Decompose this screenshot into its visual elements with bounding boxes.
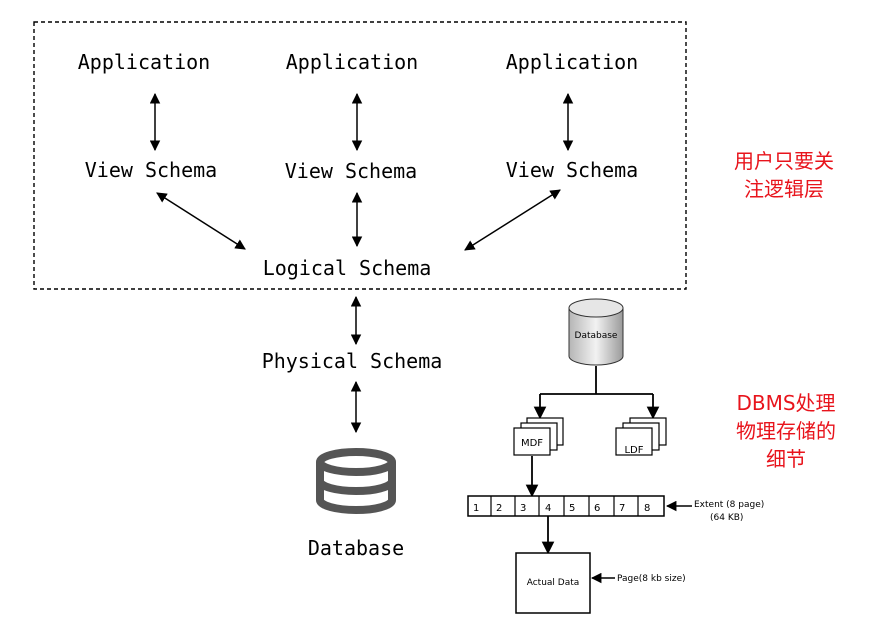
storage-tree-connector xyxy=(533,366,660,420)
ldf-file-stack xyxy=(615,417,667,456)
page-label: Page(8 kb size) xyxy=(617,574,686,584)
dbms-annotation-line1: DBMS处理 xyxy=(736,391,835,415)
dbms-annotation-line3: 细节 xyxy=(766,447,806,471)
extent-cell-4: 4 xyxy=(545,503,551,514)
database-label: Database xyxy=(308,536,404,560)
application-label-1: Application xyxy=(78,50,210,74)
view-schema-label-2: View Schema xyxy=(285,159,417,183)
dbms-annotation-line2: 物理存储的 xyxy=(736,419,836,443)
extent-cell-8: 8 xyxy=(644,503,650,514)
mdf-label: MDF xyxy=(521,438,543,449)
extent-cell-6: 6 xyxy=(594,503,600,514)
physical-schema-label: Physical Schema xyxy=(262,349,443,373)
user-annotation-line1: 用户只要关 xyxy=(734,149,834,173)
extent-cell-1: 1 xyxy=(473,503,479,514)
extent-label: Extent (8 page) xyxy=(694,500,764,510)
application-label-3: Application xyxy=(506,50,638,74)
view-logical-arrow-3 xyxy=(464,189,561,251)
view-logical-arrow-1 xyxy=(156,192,246,250)
storage-cylinder-label: Database xyxy=(575,331,618,341)
extent-strip xyxy=(467,495,665,517)
view-schema-label-1: View Schema xyxy=(85,158,217,182)
actual-data-page xyxy=(515,552,591,614)
database-icon xyxy=(316,448,396,514)
extent-cell-7: 7 xyxy=(619,503,625,514)
logical-schema-label: Logical Schema xyxy=(263,256,432,280)
extent-cell-5: 5 xyxy=(569,503,575,514)
extent-size-label: (64 KB) xyxy=(710,513,743,523)
view-schema-label-3: View Schema xyxy=(506,158,638,182)
actual-data-label: Actual Data xyxy=(527,578,580,588)
ldf-label: LDF xyxy=(624,445,643,456)
extent-cell-2: 2 xyxy=(496,503,502,514)
mdf-file-stack xyxy=(513,417,564,456)
logical-layer-box xyxy=(33,21,687,290)
user-annotation-line2: 注逻辑层 xyxy=(744,177,824,201)
application-label-2: Application xyxy=(286,50,418,74)
storage-database-cylinder xyxy=(568,298,624,366)
extent-cell-3: 3 xyxy=(520,503,526,514)
